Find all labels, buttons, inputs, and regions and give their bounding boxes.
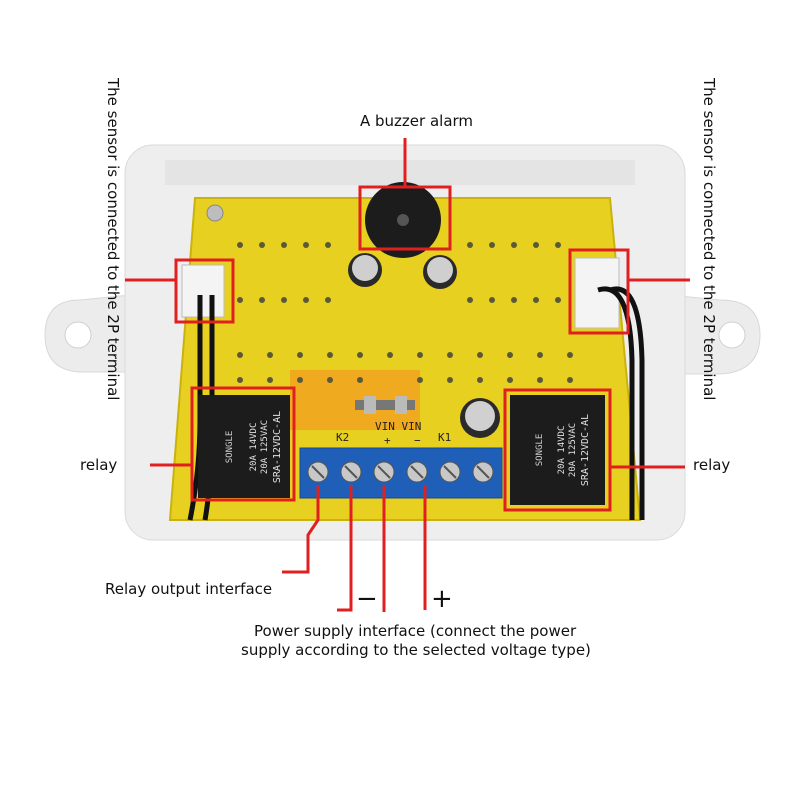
terminal-block: K2 K1 VIN VIN + − bbox=[299, 420, 503, 499]
relay-output-leader-line bbox=[282, 485, 320, 574]
relay-left-rating-2: 20A 125VAC bbox=[260, 420, 270, 474]
relay-right-model: SRA-12VDC-AL bbox=[580, 414, 591, 486]
sensor-left-label: The sensor is connected to the 2P termin… bbox=[104, 78, 122, 401]
relay-left-model: SRA-12VDC-AL bbox=[272, 411, 283, 483]
plus-sign: + bbox=[431, 584, 453, 614]
relay-right-brand: SONGLE bbox=[535, 434, 545, 467]
relay-left-label: relay bbox=[80, 456, 118, 474]
capacitors bbox=[348, 253, 500, 438]
solder-dots bbox=[237, 242, 573, 383]
vin-label: VIN VIN bbox=[375, 420, 421, 433]
relay-right-rating-2: 20A 125VAC bbox=[568, 423, 578, 477]
minus-sign: − bbox=[356, 584, 378, 614]
relay-right-label: relay bbox=[693, 456, 731, 474]
relay-right-rating-1: 20A 14VDC bbox=[557, 426, 567, 475]
minus-leader-line bbox=[337, 485, 353, 612]
relay-right-highlight-box bbox=[503, 388, 612, 512]
terminal-k2-label: K2 bbox=[336, 431, 349, 444]
terminal-k1-label: K1 bbox=[438, 431, 451, 444]
relay-left-highlight-box bbox=[190, 386, 296, 502]
buzzer-label: A buzzer alarm bbox=[360, 112, 474, 130]
power-supply-label-line2: supply according to the selected voltage… bbox=[241, 641, 591, 659]
relay-left-brand: SONGLE bbox=[225, 431, 235, 464]
vin-plus-label: + bbox=[384, 434, 391, 447]
relay-output-label: Relay output interface bbox=[105, 580, 273, 598]
power-supply-label-line1: Power supply interface (connect the powe… bbox=[254, 622, 577, 640]
sensor-left-highlight-box bbox=[174, 258, 235, 324]
relay-left-rating-1: 20A 14VDC bbox=[249, 423, 259, 472]
buzzer bbox=[365, 182, 441, 258]
relay-right-body: 20A 14VDC 20A 125VAC SRA-12VDC-AL SONGLE bbox=[510, 395, 605, 505]
sensor-right-label: The sensor is connected to the 2P termin… bbox=[700, 78, 718, 401]
sensor-connector-right bbox=[574, 257, 645, 520]
jumper-pads bbox=[355, 396, 415, 414]
annotation-overlay bbox=[125, 138, 690, 612]
relay-left-body: 20A 14VDC 20A 125VAC SRA-12VDC-AL SONGLE bbox=[198, 395, 290, 498]
vin-minus-label: − bbox=[414, 434, 421, 447]
sensor-right-highlight-box bbox=[568, 248, 630, 335]
